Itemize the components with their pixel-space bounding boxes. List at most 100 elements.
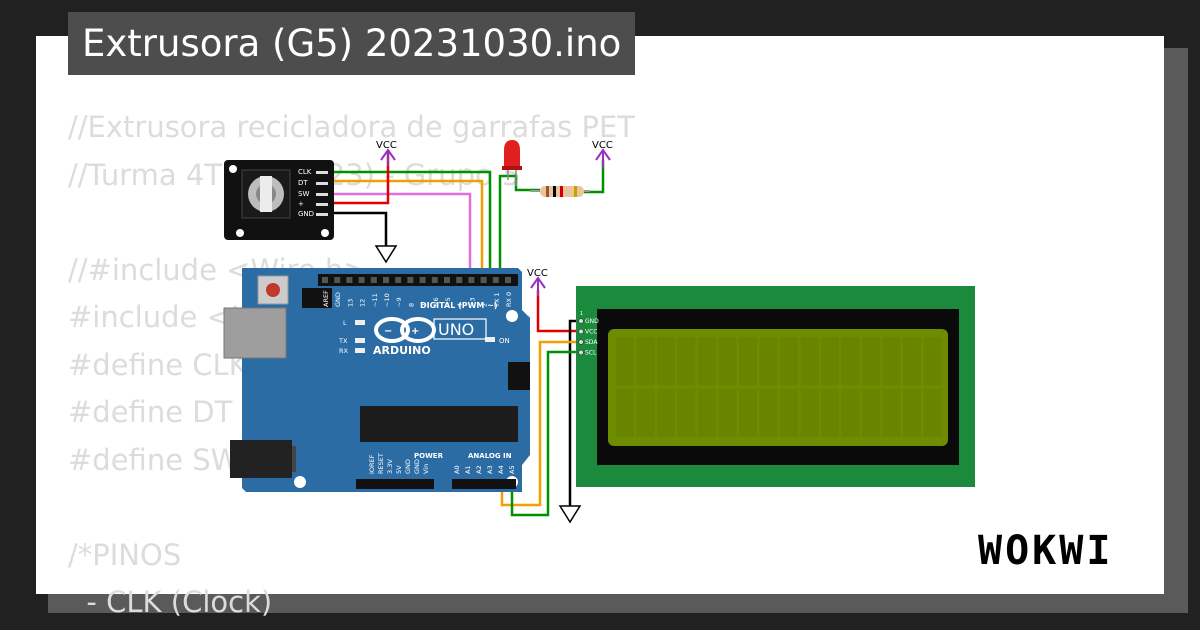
digital-header-label: DIGITAL (PWM ~) [420,301,498,310]
digital-pin[interactable] [334,277,341,283]
code-line: /*PINOS [68,537,182,572]
ground-symbol-lcd [558,505,582,524]
digital-pin-label: 12 [359,299,367,307]
digital-pin-label: ~5 [444,297,452,307]
lcd-cell [903,337,921,385]
encoder-pin[interactable] [316,171,328,174]
lcd-cell [677,389,696,437]
vcc-symbol-resistor: VCC [592,140,613,168]
wire-lcd-vcc-red [536,290,578,333]
digital-pin[interactable] [395,277,402,283]
project-title: Extrusora (G5) 20231030.ino [68,12,636,75]
digital-pin[interactable] [431,277,438,283]
power-pin-label: IOREF [368,454,376,474]
encoder-pin[interactable] [316,193,328,196]
code-line: - CLK (Clock) [68,585,273,619]
encoder-pin[interactable] [316,203,328,206]
lcd-cell [698,337,716,385]
digital-pin-label: 8 [407,303,415,307]
lcd-cell [862,337,880,385]
mount-hole [506,310,518,322]
encoder-pin-label: SW [298,190,309,198]
lcd-cell [780,389,798,437]
wire-clk-green [326,170,492,282]
digital-pin-label: TX 1 [493,292,501,308]
digital-pin-label: AREF [322,290,330,307]
power-pin-label: GND [413,459,421,474]
red-led[interactable] [502,140,522,186]
vcc-label: VCC [592,140,613,151]
lcd-cell [800,389,819,437]
lcd-pin-label: SCL [585,350,597,357]
wire-lcd-scl-green [510,350,578,517]
digital-pin-label: GND [334,292,342,307]
digital-pin[interactable] [419,277,426,283]
lcd-pin[interactable] [578,349,584,356]
digital-pin[interactable] [480,277,487,283]
analog-pin-label: A5 [508,465,516,474]
lcd-cell [903,389,921,437]
vcc-symbol-encoder: VCC [376,140,397,166]
lcd-cell [780,337,798,385]
code-preview: //Extrusora recicladora de garrafas PET/… [68,104,635,627]
digital-pin-label: ~10 [383,293,391,307]
digital-pin[interactable] [456,277,463,283]
digital-pin[interactable] [383,277,389,283]
digital-pin-label: 4 [456,303,464,307]
digital-pin[interactable] [346,277,353,283]
usb-port [223,307,287,359]
encoder-pin[interactable] [316,213,328,216]
analog-pin-label: A2 [475,465,483,474]
resistor[interactable] [530,186,590,197]
vcc-label: VCC [376,140,397,151]
lcd-cell [616,337,634,385]
lcd-pin[interactable] [578,318,584,324]
digital-pin[interactable] [505,277,511,283]
encoder-pin-label: CLK [298,168,312,176]
power-pin-label: GND [404,459,412,474]
lcd-cell [821,389,839,437]
ground-symbol-encoder [374,245,398,264]
lcd-cell [677,337,696,385]
lcd-cell [821,337,839,385]
digital-pin[interactable] [468,277,475,283]
arduino-logo: − + ARDUINO UNO [373,317,487,357]
lcd-cell [698,389,716,437]
digital-pin[interactable] [407,277,414,283]
lcd-cell [882,337,901,385]
lcd-cell [657,337,675,385]
svg-text:UNO: UNO [438,320,474,339]
lcd-pin-label: VCC [585,329,597,336]
lcd-cell [718,389,737,437]
analog-pin-label: A4 [497,465,505,474]
lcd-cell [636,389,655,437]
wire-lcd-sda-orange [500,340,578,507]
wire-plus-red [326,150,390,205]
lcd-cell [739,389,757,437]
digital-pin[interactable] [444,277,450,283]
lcd-pin[interactable] [578,339,584,345]
encoder-pin[interactable] [316,182,328,185]
power-pin-label: RESET [377,453,385,474]
digital-pin[interactable] [358,277,365,283]
board-led-label: L [343,319,347,327]
wire-resistor-green [584,160,605,194]
atmega-chip [360,406,518,442]
digital-pin-label: ~9 [395,297,403,307]
analog-header-label: ANALOG IN [468,452,512,460]
digital-pin[interactable] [322,277,328,283]
digital-pin[interactable] [492,277,499,283]
lcd-cell [718,337,737,385]
digital-pin[interactable] [370,277,377,283]
svg-text:ARDUINO: ARDUINO [373,344,431,357]
lcd-pin[interactable] [578,328,584,335]
lcd-cell [800,337,819,385]
